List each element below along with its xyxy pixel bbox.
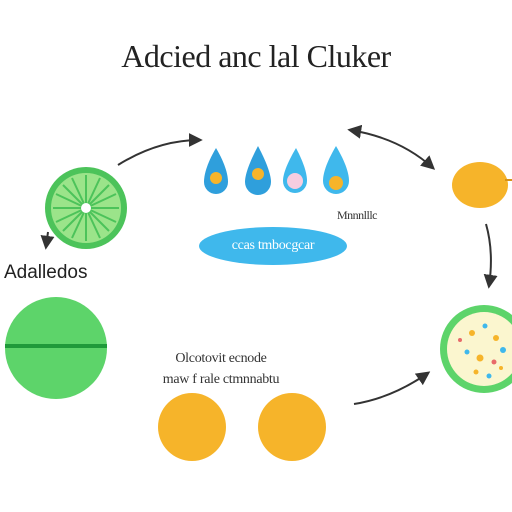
- blue-pill-label: ccas tmbocgcar: [199, 227, 347, 265]
- arrow-icon: [40, 231, 55, 250]
- arrow-icon: [483, 223, 498, 289]
- middle-caption-line-1: Olcotovit ecnode: [175, 351, 267, 366]
- right-small-label: Mnnnlllc: [337, 208, 378, 222]
- water-drop-icon: [204, 148, 228, 194]
- left-label: Adalledos: [4, 262, 88, 283]
- arrow-icon: [353, 371, 431, 405]
- orange-circle-icon: [452, 162, 512, 208]
- arrow-icon: [347, 124, 436, 170]
- diagram-title: Adcied anc lal Cluker: [121, 38, 391, 74]
- water-drop-icon: [283, 148, 307, 193]
- arrow-icon: [117, 133, 203, 166]
- lime-slice-icon: [45, 167, 127, 249]
- orange-circle-icon: [258, 393, 326, 461]
- petri-dish-icon: [440, 305, 512, 393]
- water-drop-icon: [245, 146, 271, 195]
- green-bowl-icon: [5, 297, 107, 399]
- middle-caption-line-2: maw f rale ctmnnabtu: [162, 372, 280, 387]
- middle-caption: Olcotovit ecnode maw f rale ctmnnabtu: [146, 348, 296, 390]
- water-drop-icon: [323, 146, 349, 194]
- orange-circle-icon: [158, 393, 226, 461]
- pill-text: ccas tmbocgcar: [231, 238, 315, 253]
